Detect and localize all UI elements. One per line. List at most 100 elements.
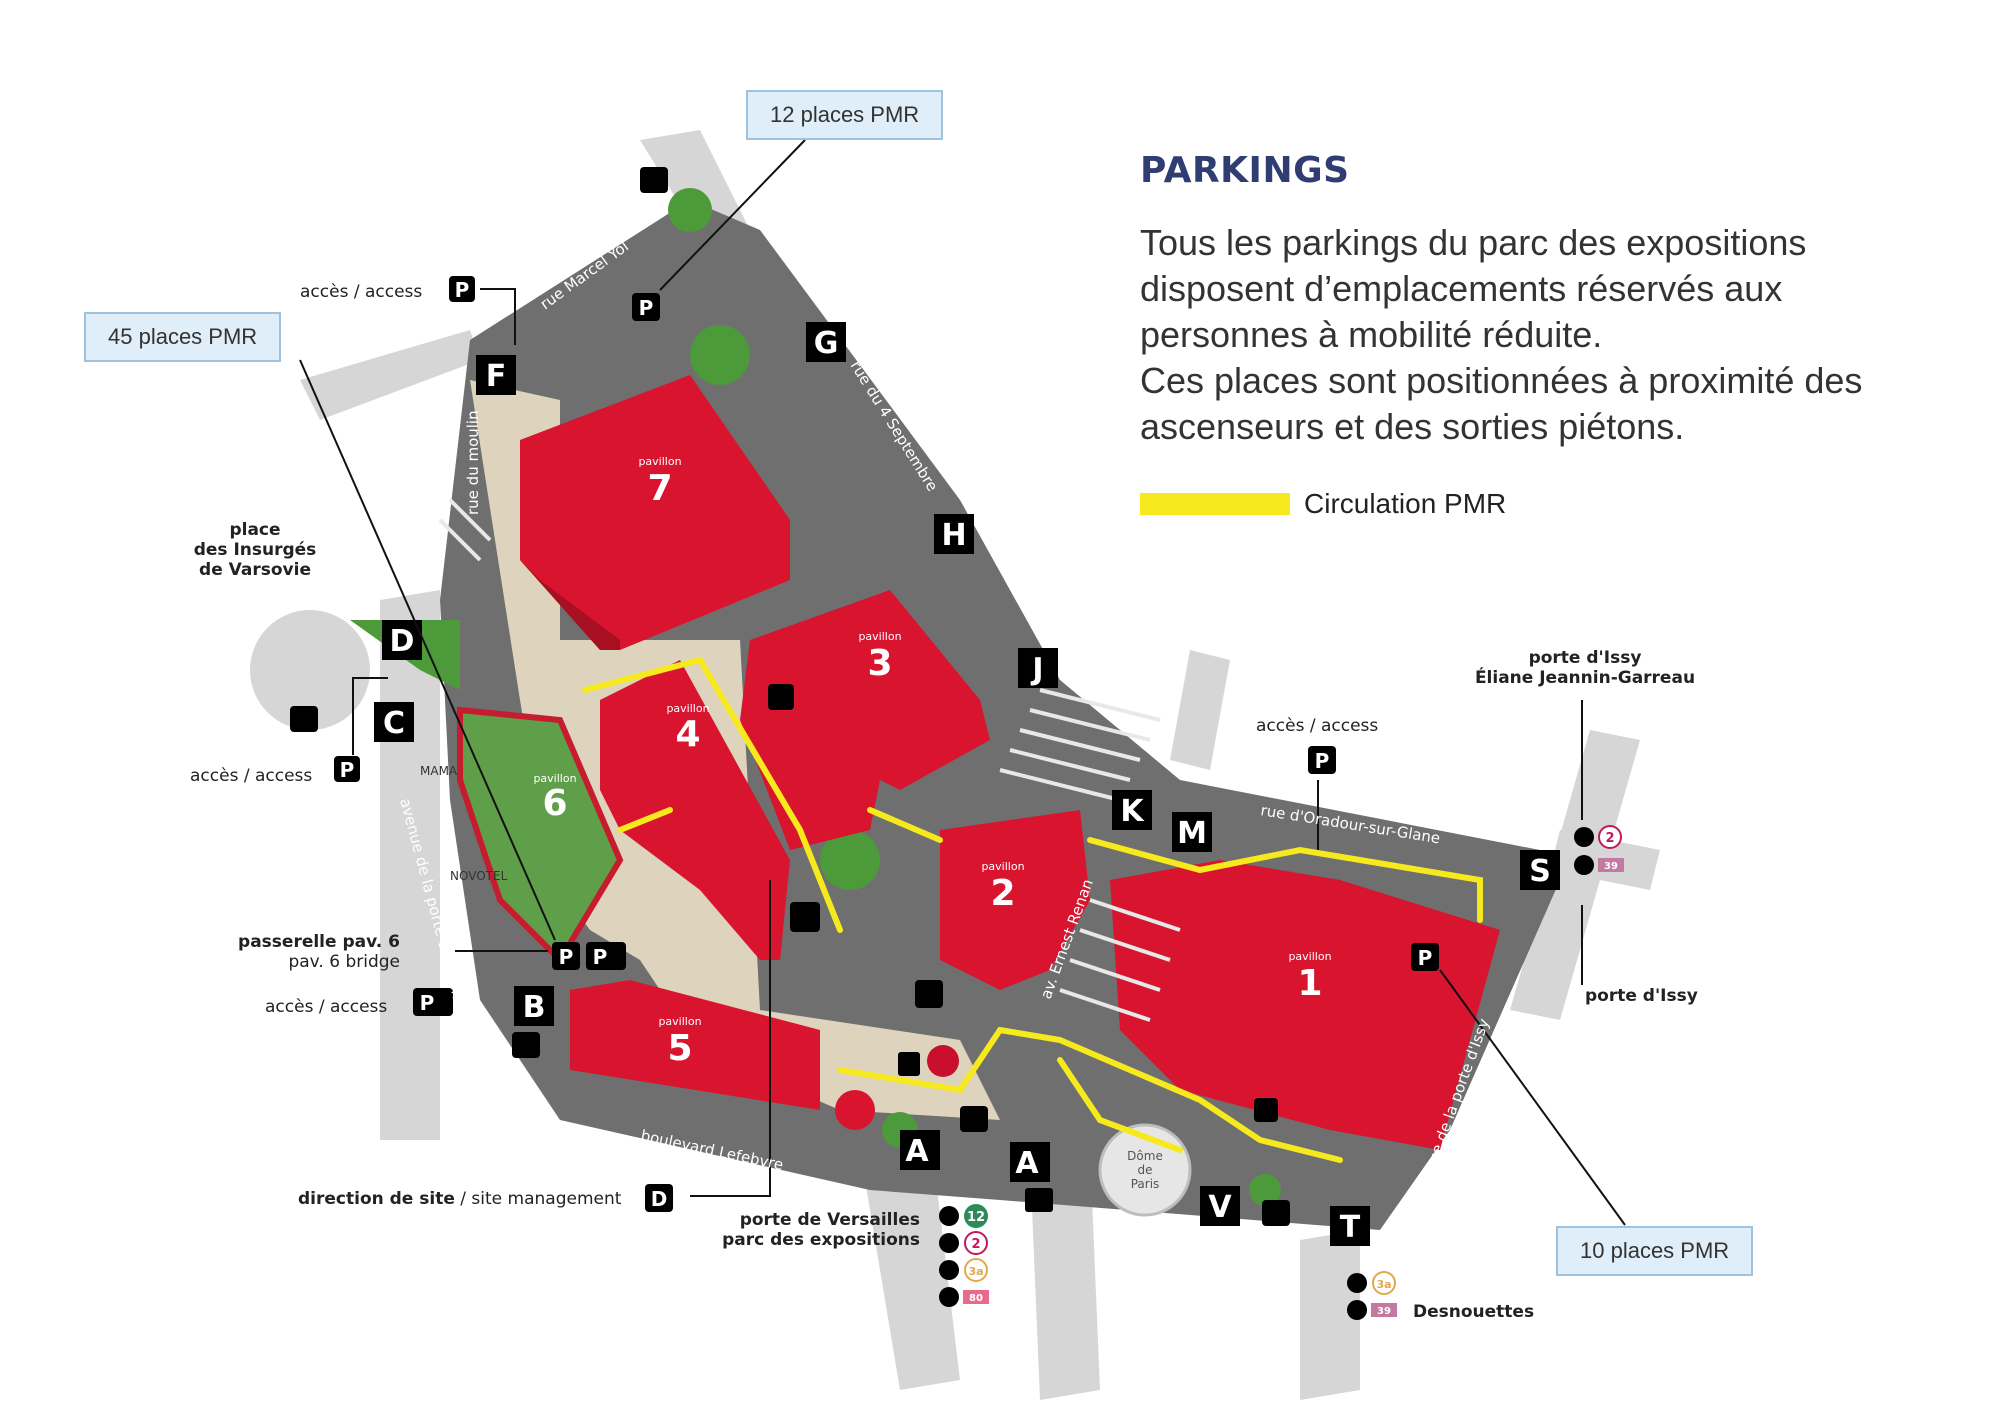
access-label-p1: accès / access xyxy=(1256,716,1378,736)
svg-text:C: C xyxy=(383,706,405,741)
bus-39-badge xyxy=(1598,858,1624,872)
intro-line: personnes à mobilité réduite. xyxy=(1140,314,1603,355)
callout-leaders xyxy=(299,139,1626,1226)
gate-T: T xyxy=(1330,1206,1370,1246)
place-line: de Varsovie xyxy=(199,560,311,580)
pavilion-7-caption: pavillon xyxy=(638,455,681,468)
access-text: accès / access xyxy=(1256,716,1379,736)
bus-icon xyxy=(939,1287,959,1307)
parking-p6-icon: P xyxy=(552,942,580,970)
svg-text:F: F xyxy=(486,359,507,394)
gate-H: H xyxy=(934,514,974,554)
pavilion-7-number: 7 xyxy=(647,468,672,509)
legend-swatch xyxy=(1140,493,1290,515)
direction-en: site management xyxy=(471,1189,622,1209)
bus-39-text: 39 xyxy=(1377,1306,1391,1317)
metro-line-12-text: 12 xyxy=(967,1210,985,1225)
pavilion-6-number: 6 xyxy=(542,783,567,824)
mama-label: MAMA xyxy=(420,764,458,778)
info-icon xyxy=(927,1045,959,1077)
tram-line-3a-text: 3a xyxy=(968,1265,983,1278)
pavilion-7 xyxy=(520,375,790,650)
intro-text: Tous les parkings du parc des exposition… xyxy=(1140,220,1960,450)
svg-text:P: P xyxy=(1418,946,1433,970)
svg-text:K: K xyxy=(1120,794,1145,829)
legend: Circulation PMR xyxy=(1140,484,1506,524)
restaurant-icon xyxy=(898,1052,920,1076)
direction-d-icon: D xyxy=(645,1184,673,1212)
svg-text:H: H xyxy=(941,518,966,553)
porte-issy-label: porte d'Issy Éliane Jeannin-Garreau xyxy=(1450,648,1720,688)
gate-V: V xyxy=(1200,1186,1240,1226)
porte-issy-line: porte d'Issy xyxy=(1528,648,1642,668)
tram-line-2-text: 2 xyxy=(1605,831,1614,846)
tram-line-2-text: 2 xyxy=(971,1237,980,1252)
access-text: accès / access xyxy=(190,766,313,786)
tram-line-3a-text: 3a xyxy=(1376,1278,1391,1291)
pavilion-2-caption: pavillon xyxy=(981,860,1024,873)
pavilions xyxy=(457,375,1500,1150)
svg-text:A: A xyxy=(1015,1146,1039,1181)
dome-label-1: Dôme xyxy=(1127,1149,1163,1163)
gate-F: F xyxy=(476,355,516,395)
parking-markers: P P P P P P P P D xyxy=(334,276,1439,1212)
dome-label-3: Paris xyxy=(1131,1177,1160,1191)
misc-icons xyxy=(290,167,1290,1226)
svg-text:P: P xyxy=(639,296,654,320)
parking-hatch xyxy=(438,498,1181,1022)
svg-text:P: P xyxy=(340,758,355,782)
pavilion-5-number: 5 xyxy=(667,1028,692,1069)
red-sphere xyxy=(835,1090,875,1130)
versailles-line: porte de Versailles xyxy=(739,1210,920,1230)
intro-line: disposent d’emplacements réservés aux xyxy=(1140,268,1783,309)
access-label-b: accès / access xyxy=(265,997,387,1017)
bike-icon xyxy=(290,706,318,732)
pavilion-6-caption: pavillon xyxy=(533,772,576,785)
map-small-labels: MAMA NOVOTEL xyxy=(420,764,508,883)
pavilion-2 xyxy=(940,810,1090,990)
pavilion-4 xyxy=(600,660,790,960)
parking-p1-icon: P xyxy=(1411,943,1439,971)
svg-text:A: A xyxy=(905,1134,929,1169)
svg-text:V: V xyxy=(1208,1190,1232,1225)
svg-text:J: J xyxy=(1030,652,1043,687)
gate-J: J xyxy=(1018,648,1058,688)
gate-K: K xyxy=(1112,790,1152,830)
svg-text:S: S xyxy=(1529,854,1551,889)
svg-text:P: P xyxy=(559,945,574,969)
tram-line-2-badge xyxy=(964,1231,988,1255)
pavilion-3-number: 3 xyxy=(867,643,892,684)
pavilion-4-caption: pavillon xyxy=(666,702,709,715)
bus-icon xyxy=(1347,1300,1367,1320)
bus-80-badge xyxy=(963,1290,989,1304)
intro-line: Ces places sont positionnées à proximité… xyxy=(1140,360,1863,401)
bike-icon xyxy=(640,167,668,193)
passerelle-fr: passerelle pav. 6 xyxy=(238,932,400,952)
intro-line: Tous les parkings du parc des exposition… xyxy=(1140,222,1807,263)
gate-G: G xyxy=(806,322,846,362)
passerelle-en: pav. 6 bridge xyxy=(288,952,400,972)
pavilion-4-number: 4 xyxy=(675,714,700,755)
passerelle-label: passerelle pav. 6 pav. 6 bridge xyxy=(234,932,400,972)
pavilion-1-number: 1 xyxy=(1297,963,1322,1004)
bus-39-badge xyxy=(1371,1303,1397,1317)
access-label-f: accès / access xyxy=(300,282,422,302)
bus-80-text: 80 xyxy=(969,1293,983,1304)
parking-pf-icon: P xyxy=(449,276,475,302)
parking-pc-icon: P xyxy=(334,756,360,782)
svg-text:D: D xyxy=(390,624,415,659)
svg-text:T: T xyxy=(1340,1210,1361,1245)
tram-icon xyxy=(939,1233,959,1253)
bus-icon xyxy=(1574,855,1594,875)
versailles-label: porte de Versailles parc des expositions xyxy=(700,1210,920,1250)
callout-p6: 45 places PMR xyxy=(84,312,282,362)
gate-markers: F G H J D C K M S B A A V T xyxy=(374,322,1560,1246)
porte-issy-line: Éliane Jeannin-Garreau xyxy=(1474,668,1696,688)
gate-C: C xyxy=(374,702,414,742)
street-moulin: rue du moulin xyxy=(464,410,482,515)
gate-S: S xyxy=(1520,850,1560,890)
pavilion-1 xyxy=(1110,860,1500,1150)
svg-text:B: B xyxy=(523,990,546,1025)
pavilion-7-side xyxy=(520,560,620,650)
bike-icon xyxy=(512,1032,540,1058)
